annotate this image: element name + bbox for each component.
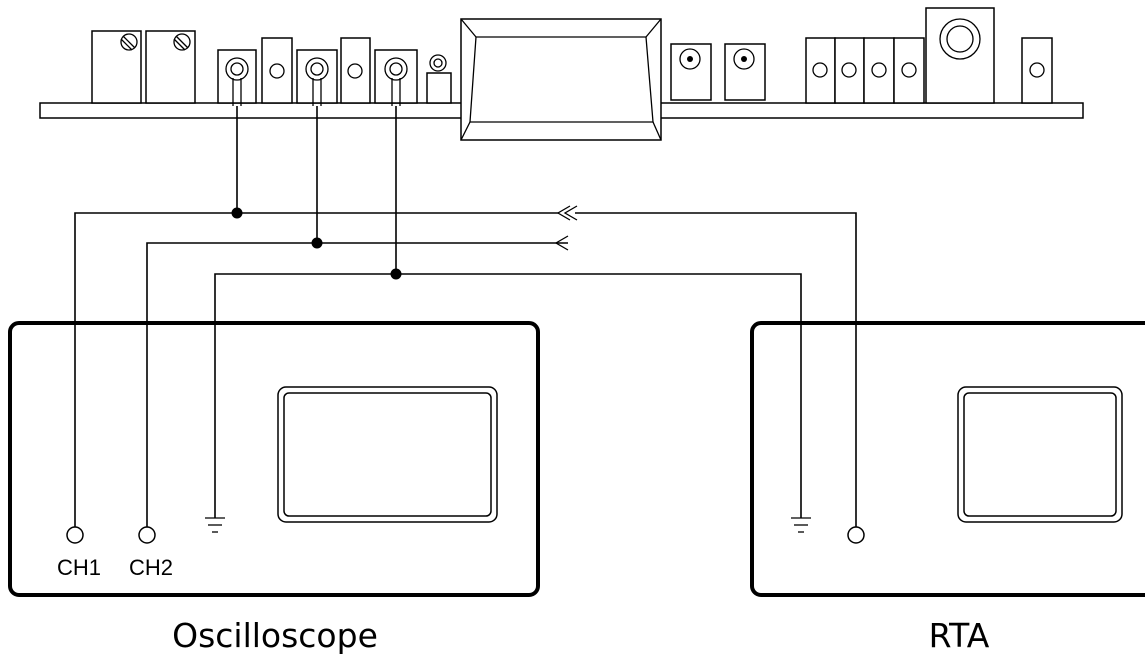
slide-switch-3	[805, 37, 836, 104]
slide-switch-2	[340, 37, 371, 104]
rca-jack-4	[670, 43, 712, 101]
arrow-double	[556, 205, 571, 221]
rca-jack-1	[217, 49, 257, 104]
trimmer-pot-1	[91, 30, 142, 104]
rta-input-jack	[847, 526, 865, 544]
junction-dot	[231, 207, 243, 219]
rta-body	[750, 321, 1145, 597]
wiring	[74, 78, 857, 527]
circuit-board	[39, 7, 1084, 141]
oscilloscope: CH1 CH2	[8, 321, 540, 597]
test-point	[426, 54, 452, 104]
coax-connector	[925, 7, 995, 104]
junction-dot	[390, 268, 402, 280]
transformer	[460, 18, 662, 141]
wire-ground	[214, 273, 802, 518]
rta-screen-outer	[957, 386, 1123, 523]
ch2-jack	[138, 526, 156, 544]
junction-dot	[311, 237, 323, 249]
wire-rta-input	[575, 212, 857, 527]
slide-switch-5	[863, 37, 895, 104]
slide-switch-4	[834, 37, 865, 104]
ch1-label: CH1	[57, 555, 101, 580]
oscilloscope-screen-outer	[277, 386, 498, 523]
ch1-jack	[66, 526, 84, 544]
arrow-single	[554, 235, 569, 251]
rca-jack-2	[296, 49, 338, 104]
slide-switch-1	[261, 37, 293, 104]
ch2-label: CH2	[129, 555, 173, 580]
wire-ch1	[74, 212, 559, 527]
oscilloscope-body	[8, 321, 540, 597]
rta	[750, 321, 1145, 597]
rca-jack-3	[374, 49, 418, 104]
rta-label: RTA	[929, 616, 990, 655]
wire-ch2	[146, 242, 568, 527]
ground-symbol	[205, 517, 225, 533]
slide-switch-7	[1021, 37, 1053, 104]
oscilloscope-screen	[283, 392, 492, 517]
ground-symbol	[791, 517, 811, 533]
slide-switch-6	[893, 37, 925, 104]
oscilloscope-label: Oscilloscope	[172, 616, 378, 655]
trimmer-pot-2	[145, 30, 196, 104]
rca-jack-5	[724, 43, 766, 101]
rta-screen	[963, 392, 1117, 517]
